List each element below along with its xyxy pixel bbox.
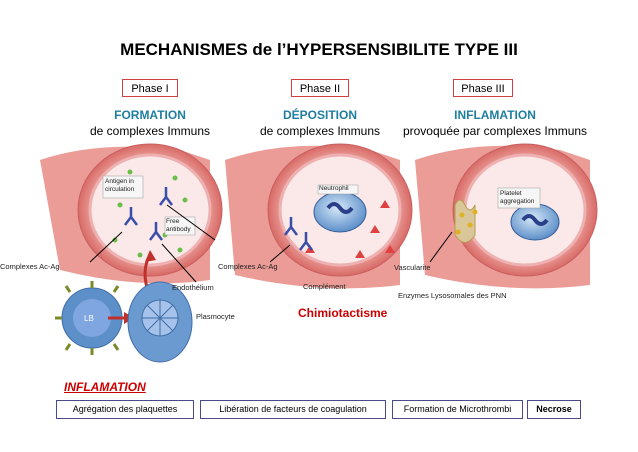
neutrophil-label: Neutrophil	[319, 185, 349, 192]
phase-1-subheading: de complexes Immuns	[89, 124, 211, 138]
vascularite-label: Vascularite	[394, 263, 431, 272]
complexes-left-label: Complexes Ac-Ag	[0, 262, 60, 271]
phase-3-box: Phase III	[453, 79, 513, 97]
vessel-phase-3	[415, 143, 598, 289]
plasmocyte-label: Plasmocyte	[196, 312, 235, 321]
page-title: MECHANISMES de l’HYPERSENSIBILITE TYPE I…	[120, 40, 518, 59]
plasmocyte-cell	[127, 281, 193, 363]
bottom-heading: INFLAMATION	[64, 380, 146, 394]
free-antibody-label: Free antibody	[166, 218, 191, 233]
vessel-phase-1	[40, 143, 223, 284]
endothelium-label: Endothélium	[172, 283, 214, 292]
platelet-label: Platelet aggregation	[500, 190, 535, 205]
complexes-mid-label: Complexes Ac-Ag	[218, 262, 278, 271]
vessel-phase-2	[225, 143, 413, 289]
bottom-item-microthrombi: Formation de Microthrombi	[392, 400, 523, 419]
bottom-item-coagulation: Libération de facteurs de coagulation	[200, 400, 386, 419]
enzymes-label: Enzymes Lysosomales des PNN	[398, 291, 507, 300]
lb-label: LB	[84, 314, 94, 323]
bottom-item-platelets: Agrégation des plaquettes	[56, 400, 194, 419]
bottom-item-necrose: Necrose	[527, 400, 581, 419]
phase-1-heading: FORMATION	[114, 108, 186, 122]
chemotaxis-label: Chimiotactisme	[298, 306, 388, 320]
antigen-label: Antigen in circulation	[105, 178, 135, 193]
phase-1-box: Phase I	[122, 79, 178, 97]
phase-3-subheading: provoquée par complexes Immuns	[402, 124, 588, 138]
complement-label: Complément	[303, 282, 346, 291]
annotation-arrows	[89, 204, 453, 283]
phase-2-heading: DÉPOSITION	[282, 108, 357, 122]
phase-2-box: Phase II	[291, 79, 349, 97]
lb-cell	[55, 281, 129, 355]
phase-3-heading: INFLAMATION	[454, 108, 536, 122]
phase-2-subheading: de complexes Immuns	[259, 124, 381, 138]
